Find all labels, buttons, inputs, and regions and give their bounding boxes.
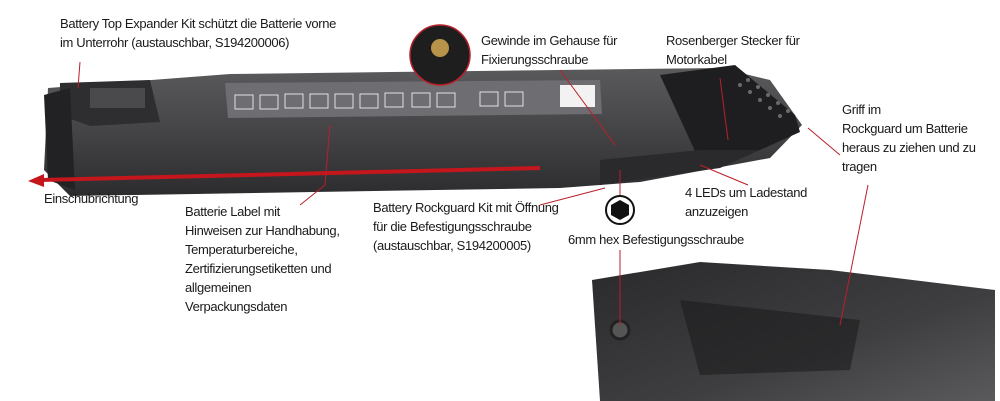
annotation-line: Hinweisen zur Handhabung, (185, 223, 340, 238)
annotation-direction: Einschubrichtung (44, 191, 139, 206)
annotation-connector: Rosenberger Stecker für Motorkabel (666, 31, 800, 69)
battery-label-sticker (225, 80, 602, 118)
rockguard-end (660, 65, 800, 162)
annotation-label: Batterie Label mit Hinweisen zur Handhab… (185, 202, 340, 316)
annotation-line: im Unterrohr (austauschbar, S194200006) (60, 35, 290, 50)
annotation-line: allgemeinen (185, 280, 252, 295)
annotation-line: für die Befestigungsschraube (373, 219, 532, 234)
annotation-line: Zertifizierungsetiketten und (185, 261, 332, 276)
label-icons (234, 91, 524, 110)
annotation-line: Temperaturbereiche, (185, 242, 298, 257)
annotation-rockguard: Battery Rockguard Kit mit Öffnung für di… (373, 198, 559, 255)
annotation-line: Verpackungsdaten (185, 299, 288, 314)
annotation-line: tragen (842, 159, 877, 174)
annotation-line: Batterie Label mit (185, 204, 280, 219)
annotation-line: (austauschbar, S194200005) (373, 238, 531, 253)
annotation-hex-screw: 6mm hex Befestigungsschraube (568, 232, 744, 247)
annotation-line: Rosenberger Stecker für (666, 33, 800, 48)
annotation-line: Motorkabel (666, 52, 727, 67)
annotation-line: Battery Top Expander Kit schützt die Bat… (60, 16, 337, 31)
annotation-line: Gewinde im Gehause für (481, 33, 618, 48)
annotation-line: Battery Rockguard Kit mit Öffnung (373, 200, 559, 215)
insertion-arrow (39, 166, 541, 182)
annotation-top-expander: Battery Top Expander Kit schützt die Bat… (60, 14, 336, 52)
annotation-thread: Gewinde im Gehause für Fixierungsschraub… (481, 31, 617, 69)
annotation-line: 4 LEDs um Ladestand (685, 185, 807, 200)
leader-lines (77, 61, 869, 326)
annotation-line: Fixierungsschraube (481, 52, 589, 67)
annotation-handle: Griff im Rockguard um Batterie heraus zu… (842, 100, 976, 176)
annotation-leds: 4 LEDs um Ladestand anzuzeigen (685, 183, 807, 221)
annotation-line: Rockguard um Batterie (842, 121, 968, 136)
annotation-line: anzuzeigen (685, 204, 748, 219)
annotation-line: heraus zu ziehen und zu (842, 140, 976, 155)
annotation-line: Griff im (842, 102, 881, 117)
